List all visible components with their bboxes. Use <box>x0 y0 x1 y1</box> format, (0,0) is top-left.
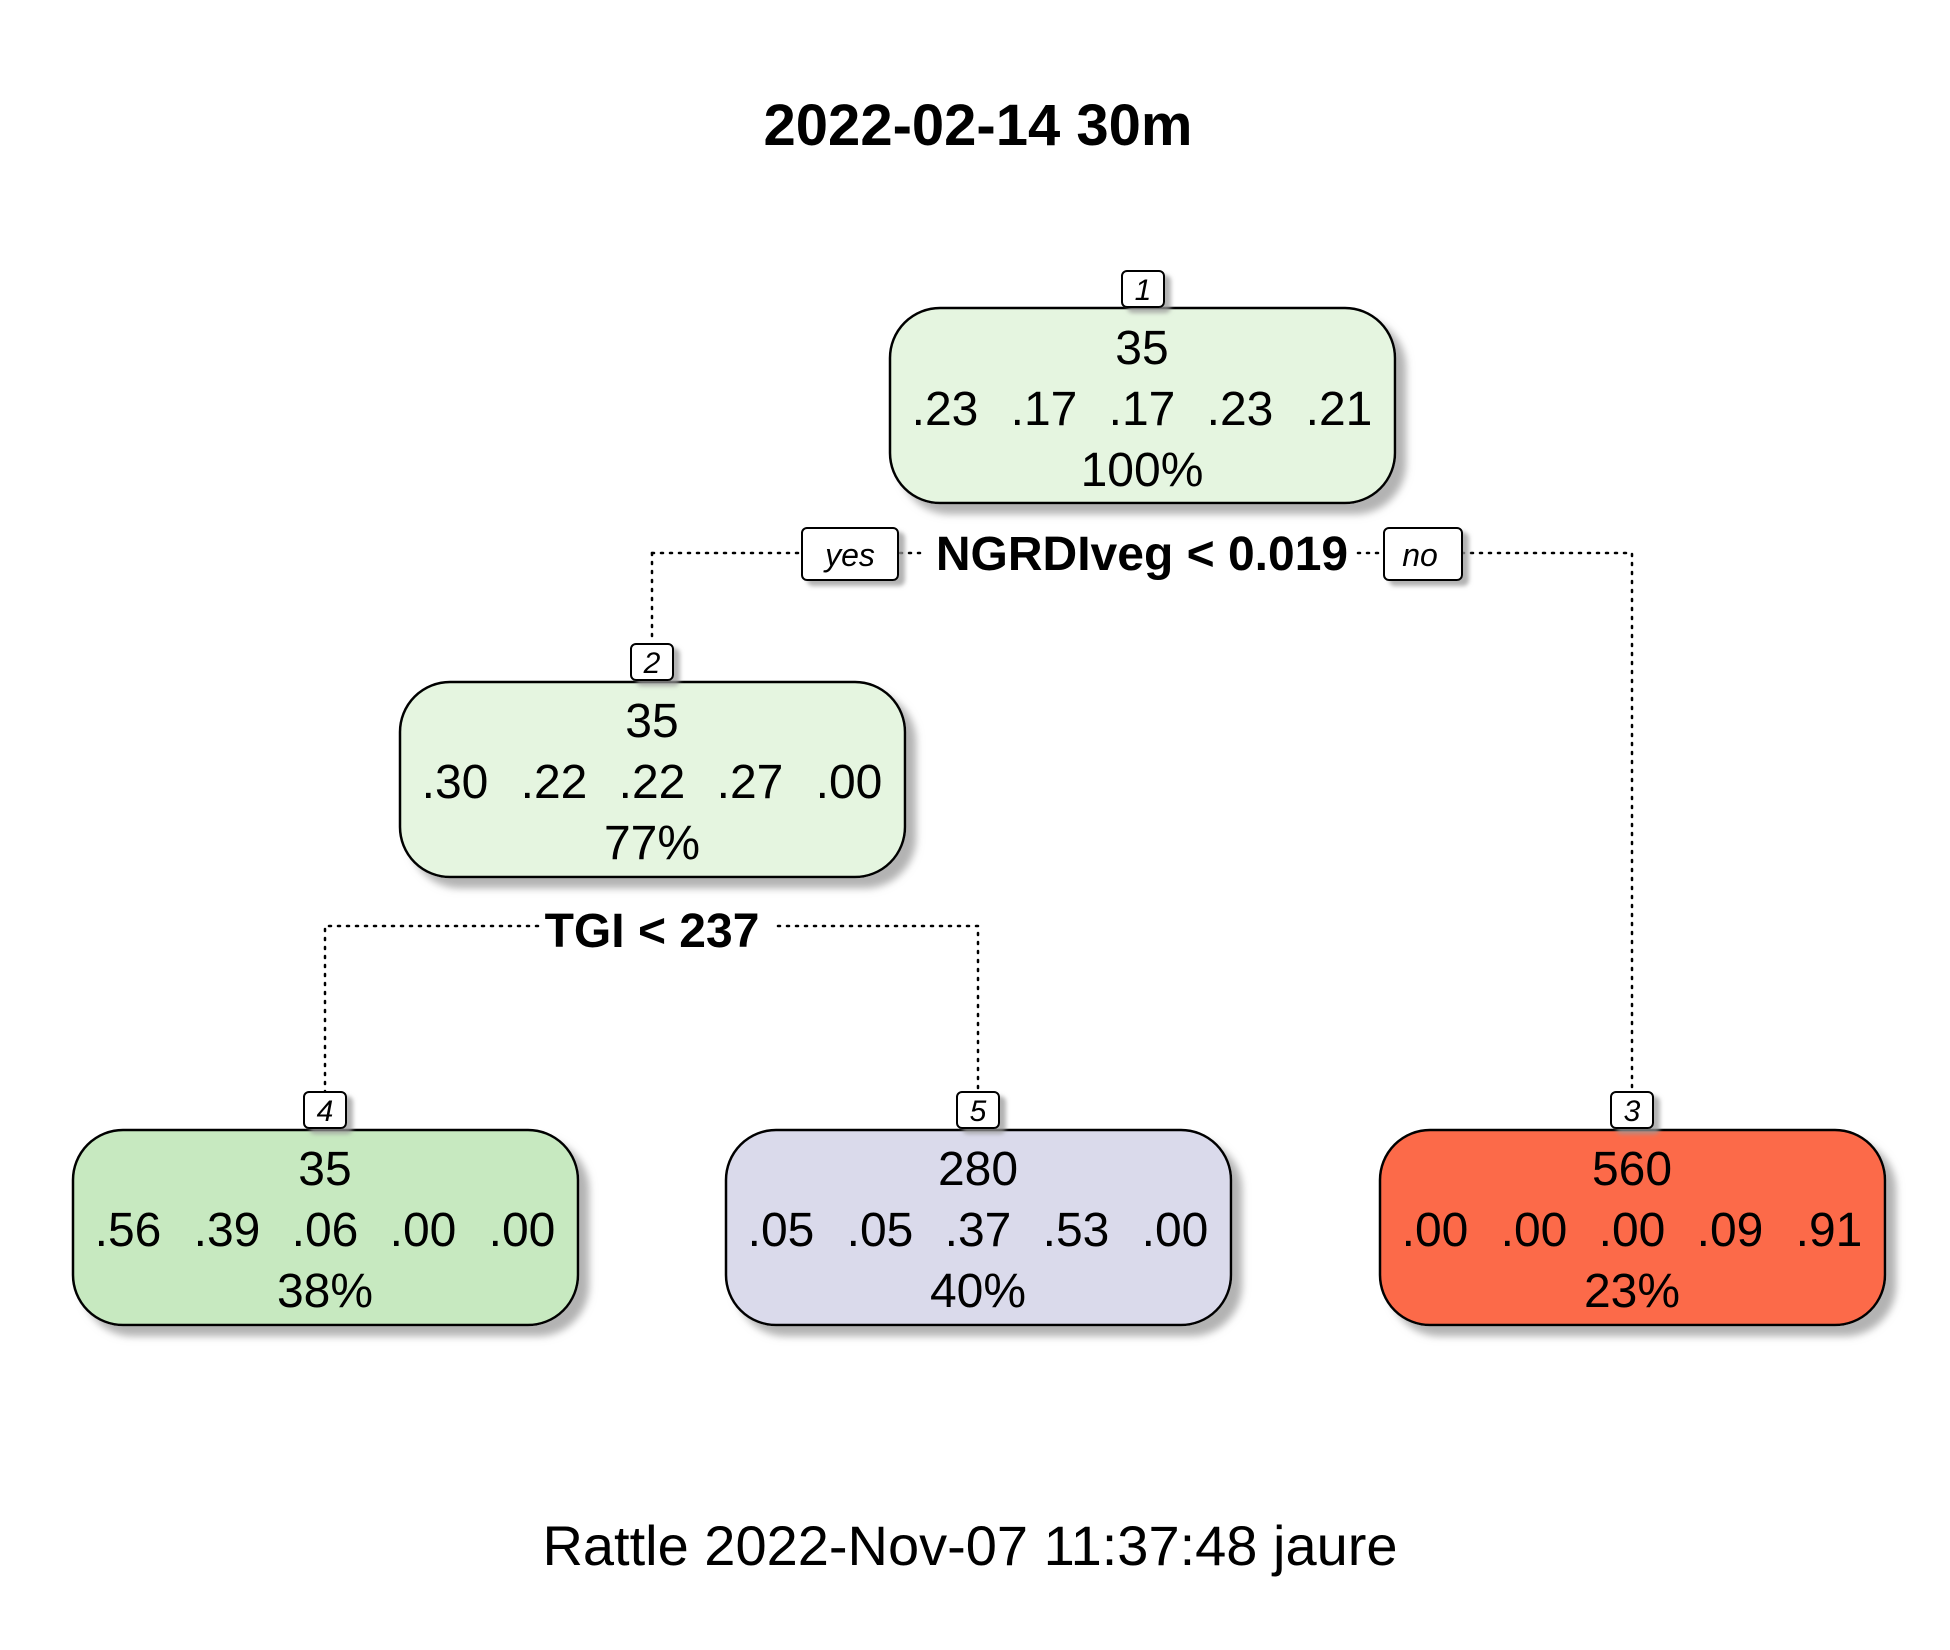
node-prob: .21 <box>1306 383 1373 436</box>
node-value: 560 <box>1592 1143 1672 1196</box>
node-prob: .05 <box>847 1204 914 1257</box>
node-prob: .06 <box>292 1204 359 1257</box>
node-percent: 77% <box>604 817 700 870</box>
node-prob: .00 <box>1402 1204 1469 1257</box>
node-prob: .22 <box>521 756 588 809</box>
node-prob: .22 <box>619 756 686 809</box>
node-number: 5 <box>970 1095 987 1128</box>
tree-node-3: 3 560 .00 .00 .00 .09 .91 23% <box>1378 1091 1887 1327</box>
no-label: no <box>1402 537 1438 573</box>
footer-caption: Rattle 2022-Nov-07 11:37:48 jaure <box>542 1514 1397 1577</box>
tree-node-1: 1 35 .23 .17 .17 .23 .21 100% <box>888 270 1397 505</box>
edge-tgi-right <box>776 924 980 1094</box>
node-prob: .23 <box>912 383 979 436</box>
node-number-box <box>303 1091 347 1129</box>
node-prob: .37 <box>945 1204 1012 1257</box>
no-tag <box>1383 527 1463 581</box>
node-number-box <box>956 1091 1000 1129</box>
node-prob: .56 <box>95 1204 162 1257</box>
split-ngrdiveg: yes NGRDIveg < 0.019 no <box>801 527 1463 581</box>
node-prob: .30 <box>422 756 489 809</box>
split-condition: TGI < 237 <box>545 905 760 958</box>
node-prob: .00 <box>390 1204 457 1257</box>
node-prob: .09 <box>1697 1204 1764 1257</box>
node-prob: .00 <box>816 756 883 809</box>
node-box <box>398 680 907 879</box>
edge-no <box>1460 551 1634 1094</box>
node-value: 35 <box>298 1143 351 1196</box>
tree-node-2: 2 35 .30 .22 .22 .27 .00 77% <box>398 643 907 879</box>
node-prob: .17 <box>1109 383 1176 436</box>
node-prob: .91 <box>1796 1204 1863 1257</box>
node-number-box <box>1610 1091 1654 1129</box>
chart-title: 2022-02-14 30m <box>764 93 1193 158</box>
node-prob: .00 <box>1142 1204 1209 1257</box>
node-number: 1 <box>1135 274 1152 307</box>
node-prob: .39 <box>194 1204 261 1257</box>
node-prob: .53 <box>1043 1204 1110 1257</box>
edge-tgi-left <box>323 924 540 1094</box>
node-number-box <box>1121 270 1165 308</box>
node-percent: 40% <box>930 1265 1026 1318</box>
yes-tag <box>801 527 899 581</box>
node-prob: .23 <box>1207 383 1274 436</box>
node-box <box>1378 1128 1887 1327</box>
node-prob: .17 <box>1011 383 1078 436</box>
node-number: 3 <box>1624 1095 1641 1128</box>
node-percent: 100% <box>1081 444 1204 497</box>
node-percent: 38% <box>277 1265 373 1318</box>
tree-node-5: 5 280 .05 .05 .37 .53 .00 40% <box>724 1091 1233 1327</box>
node-prob: .00 <box>1599 1204 1666 1257</box>
split-condition: NGRDIveg < 0.019 <box>936 528 1348 581</box>
node-prob: .27 <box>717 756 784 809</box>
node-number: 2 <box>643 647 661 680</box>
yes-label: yes <box>823 537 875 573</box>
node-box <box>724 1128 1233 1327</box>
node-value: 35 <box>625 695 678 748</box>
node-value: 35 <box>1115 322 1168 375</box>
node-prob: .00 <box>489 1204 556 1257</box>
node-number-box <box>630 643 674 681</box>
node-prob: .05 <box>748 1204 815 1257</box>
node-box <box>71 1128 580 1327</box>
node-prob: .00 <box>1501 1204 1568 1257</box>
tree-node-4: 4 35 .56 .39 .06 .00 .00 38% <box>71 1091 580 1327</box>
node-value: 280 <box>938 1143 1018 1196</box>
node-number: 4 <box>317 1095 334 1128</box>
node-percent: 23% <box>1584 1265 1680 1318</box>
